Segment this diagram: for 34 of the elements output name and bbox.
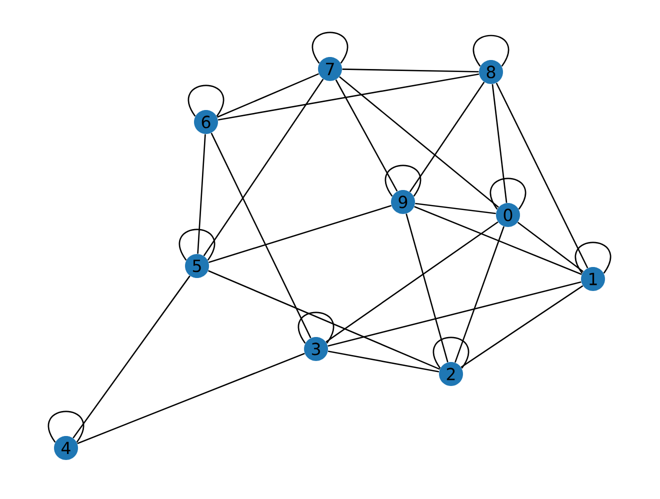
edge-line (72, 276, 190, 438)
self-loop (178, 228, 216, 261)
edge-line (406, 214, 448, 362)
self-loop (490, 178, 526, 210)
self-loop (48, 410, 84, 443)
self-loop (384, 164, 422, 197)
edge-line (339, 76, 499, 208)
edge-line (517, 222, 584, 272)
edge-line (217, 73, 319, 118)
edge-line (328, 350, 440, 372)
edge-line (496, 82, 588, 268)
self-loop (298, 312, 334, 344)
edge-line (218, 73, 480, 121)
edge-line (415, 202, 496, 214)
self-loop (472, 34, 510, 67)
edge-line (414, 206, 582, 275)
self-loop (432, 336, 470, 369)
edge-line (197, 134, 206, 254)
edge-line (335, 79, 398, 192)
edge-line (203, 78, 324, 256)
edge-line (326, 221, 498, 343)
edge-line (208, 270, 440, 370)
edge-line (492, 84, 508, 203)
edge-line (210, 132, 312, 338)
edge-line (409, 82, 485, 192)
self-loop (574, 242, 612, 274)
edge-line (328, 281, 582, 347)
edge-line (454, 226, 504, 363)
self-loop (312, 32, 348, 64)
edge-line (460, 285, 584, 368)
edge-line (208, 204, 392, 263)
self-loop (188, 84, 224, 117)
edge-line (77, 352, 305, 444)
edge-line (342, 68, 479, 72)
